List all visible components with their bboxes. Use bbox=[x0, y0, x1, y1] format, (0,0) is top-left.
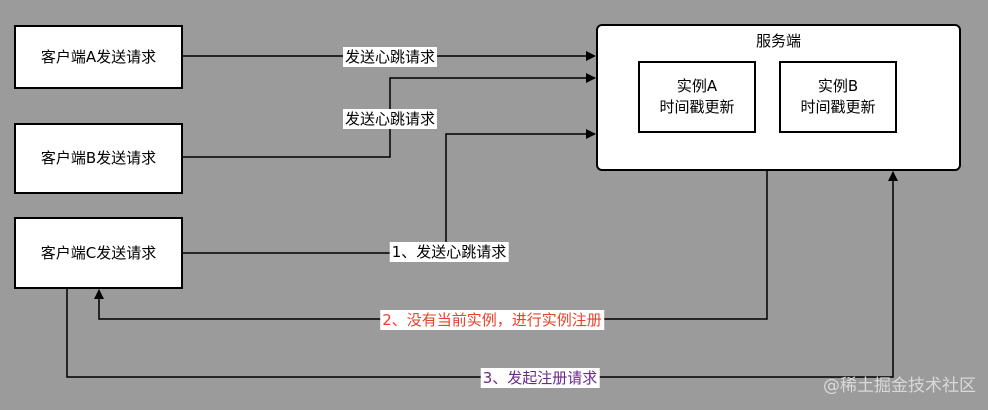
instance-b-label: 实例B 时间戳更新 bbox=[800, 77, 876, 116]
edge-register bbox=[66, 171, 898, 378]
server-title: 服务端 bbox=[755, 32, 801, 50]
edge-c-heartbeat bbox=[182, 129, 596, 254]
client-b-box: 客户端B发送请求 bbox=[14, 123, 183, 194]
edge-c-heartbeat-label: 1、发送心跳请求 bbox=[389, 242, 509, 262]
edge-register-label: 3、发起注册请求 bbox=[480, 368, 600, 388]
client-a-label: 客户端A发送请求 bbox=[40, 47, 157, 66]
instance-a-box: 实例A 时间戳更新 bbox=[638, 61, 756, 133]
instance-b-box: 实例B 时间戳更新 bbox=[779, 61, 897, 133]
client-c-box: 客户端C发送请求 bbox=[14, 217, 183, 289]
watermark-text: @稀土掘金技术社区 bbox=[823, 376, 976, 396]
edge-b-heartbeat-label: 发送心跳请求 bbox=[342, 109, 438, 129]
edge-no-instance-label: 2、没有当前实例，进行实例注册 bbox=[380, 310, 604, 330]
client-a-box: 客户端A发送请求 bbox=[14, 25, 183, 89]
client-c-label: 客户端C发送请求 bbox=[40, 243, 157, 262]
client-b-label: 客户端B发送请求 bbox=[40, 149, 157, 167]
instance-a-label: 实例A 时间戳更新 bbox=[659, 77, 735, 116]
edge-a-heartbeat-label: 发送心跳请求 bbox=[342, 47, 438, 67]
